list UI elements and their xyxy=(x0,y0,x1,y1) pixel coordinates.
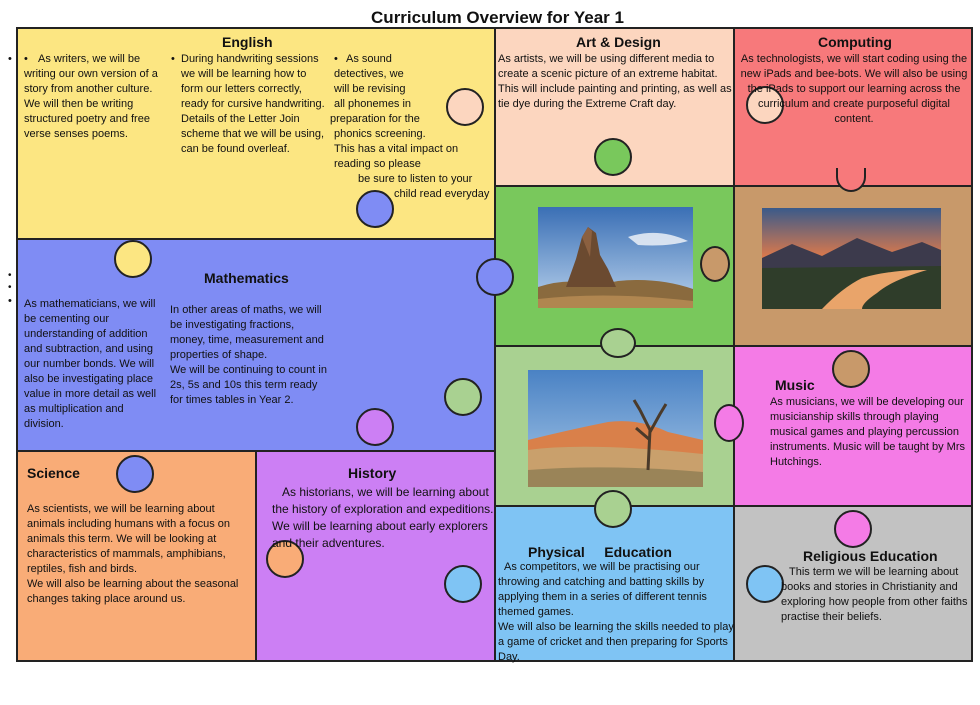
pe-paragraph: As competitors, we will be practising ou… xyxy=(498,561,707,618)
river-sunset-photo xyxy=(762,208,941,309)
bullet: • xyxy=(334,53,338,65)
bullet: • xyxy=(8,295,12,307)
puzzle-knob xyxy=(594,490,632,528)
puzzle-knob xyxy=(746,565,784,603)
puzzle-knob xyxy=(476,258,514,296)
computing-heading: Computing xyxy=(818,34,892,50)
phonics-line: As sound xyxy=(346,53,392,65)
science-piece xyxy=(16,450,257,662)
english-handwriting-text: During handwriting sessions we will be l… xyxy=(181,53,325,155)
puzzle-knob xyxy=(446,88,484,126)
puzzle-knob xyxy=(116,455,154,493)
maths-paragraph: In other areas of maths, we will be inve… xyxy=(170,304,324,361)
history-heading: History xyxy=(348,465,397,481)
phonics-line: reading so please xyxy=(334,158,421,170)
rock-formation-photo xyxy=(538,207,693,308)
puzzle-knob xyxy=(266,540,304,578)
english-phonics-text: As sound detectives, we will be revising… xyxy=(330,52,495,202)
history-text: As historians, we will be learning about… xyxy=(272,485,494,550)
english-writing-text: As writers, we will be writing our own v… xyxy=(24,53,158,140)
puzzle-knob xyxy=(114,240,152,278)
phonics-line: preparation for the xyxy=(330,113,420,125)
phonics-line: all phonemes in xyxy=(334,98,412,110)
puzzle-knob xyxy=(832,350,870,388)
page-title: Curriculum Overview for Year 1 xyxy=(371,8,624,27)
science-paragraph: We will also be learning about the seaso… xyxy=(27,578,239,605)
puzzle-knob xyxy=(594,138,632,176)
phonics-line: detectives, we xyxy=(334,68,404,80)
bullet: • xyxy=(24,53,28,65)
phonics-line: will be revising xyxy=(334,83,406,95)
science-heading: Science xyxy=(27,465,80,481)
desert-tree-photo xyxy=(528,370,703,487)
music-heading: Music xyxy=(775,377,815,393)
re-heading: Religious Education xyxy=(803,548,938,564)
puzzle-knob xyxy=(834,510,872,548)
music-text: As musicians, we will be developing our … xyxy=(770,396,966,468)
bullet: • xyxy=(8,270,12,281)
maths-piece xyxy=(16,238,496,452)
computing-text: As technologists, we will start coding u… xyxy=(740,53,968,125)
maths-paragraph: We will be continuing to count in 2s, 5s… xyxy=(170,364,327,406)
puzzle-knob xyxy=(700,246,730,282)
english-heading: English xyxy=(222,34,273,50)
re-text: This term we will be learning about book… xyxy=(781,566,968,623)
phonics-line: child read everyday xyxy=(394,188,490,200)
puzzle-knob xyxy=(356,408,394,446)
puzzle-knob xyxy=(836,168,866,192)
bullet: • xyxy=(8,282,12,293)
phonics-line: be sure to listen to your xyxy=(358,173,473,185)
maths-text-1: As mathematicians, we will be cementing … xyxy=(24,298,157,430)
art-text: As artists, we will be using different m… xyxy=(498,53,732,110)
science-paragraph: As scientists, we will be learning about… xyxy=(27,503,231,575)
maths-text-2: In other areas of maths, we will be inve… xyxy=(170,303,328,408)
english-piece xyxy=(16,27,496,240)
puzzle-knob xyxy=(356,190,394,228)
puzzle-knob xyxy=(444,378,482,416)
science-text: As scientists, we will be learning about… xyxy=(27,502,249,607)
pe-paragraph: We will also be learning the skills need… xyxy=(498,621,734,663)
bullet: • xyxy=(171,53,175,65)
puzzle-knob xyxy=(600,328,636,358)
phonics-line: phonics screening. xyxy=(334,128,426,140)
bullet: • xyxy=(8,53,12,65)
puzzle-knob xyxy=(444,565,482,603)
puzzle-knob xyxy=(746,86,784,124)
phonics-line: This has a vital impact on xyxy=(334,143,459,155)
pe-text: As competitors, we will be practising ou… xyxy=(498,560,738,665)
art-heading: Art & Design xyxy=(576,34,661,50)
puzzle-knob xyxy=(714,404,744,442)
pe-heading: Physical Education xyxy=(528,544,672,560)
maths-heading: Mathematics xyxy=(204,270,289,286)
